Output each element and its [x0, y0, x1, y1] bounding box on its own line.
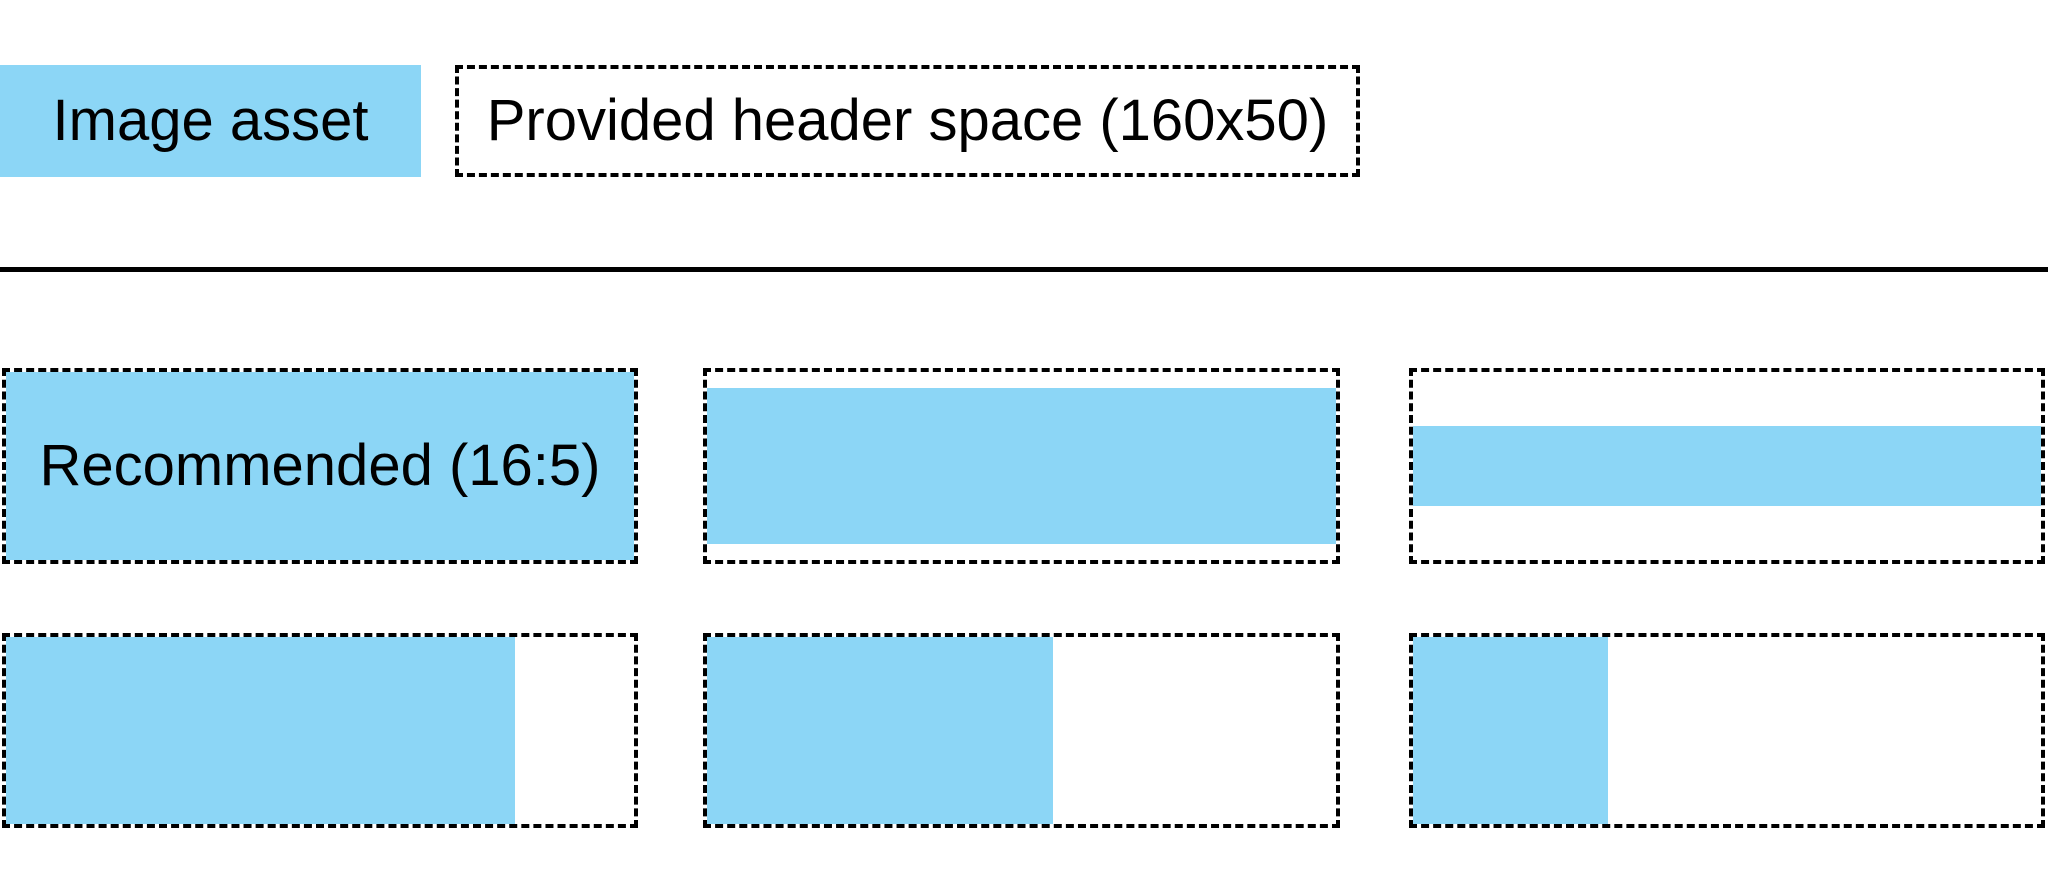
- example-box-taller-image: [703, 633, 1340, 828]
- legend-header-space-box: Provided header space (160x50): [455, 65, 1360, 177]
- section-divider-line: [0, 267, 2048, 272]
- image-asset-fill: [1413, 425, 2041, 507]
- example-box-very-wide-image: [1409, 368, 2045, 564]
- image-asset-fill: [1413, 637, 1608, 824]
- image-asset-fill: [707, 387, 1336, 545]
- image-asset-fill: [707, 637, 1053, 824]
- example-box-wide-image: [703, 368, 1340, 564]
- legend-header-space-label: Provided header space (160x50): [486, 88, 1329, 153]
- legend-image-asset-swatch: Image asset: [0, 65, 421, 177]
- example-box-very-tall-image: [1409, 633, 2045, 828]
- example-box-tall-image: [2, 633, 638, 828]
- recommended-label: Recommended (16:5): [39, 433, 601, 498]
- legend-image-asset-label: Image asset: [52, 88, 369, 153]
- image-asset-fill: Recommended (16:5): [6, 372, 634, 560]
- example-box-recommended: Recommended (16:5): [2, 368, 638, 564]
- image-asset-fill: [6, 637, 515, 824]
